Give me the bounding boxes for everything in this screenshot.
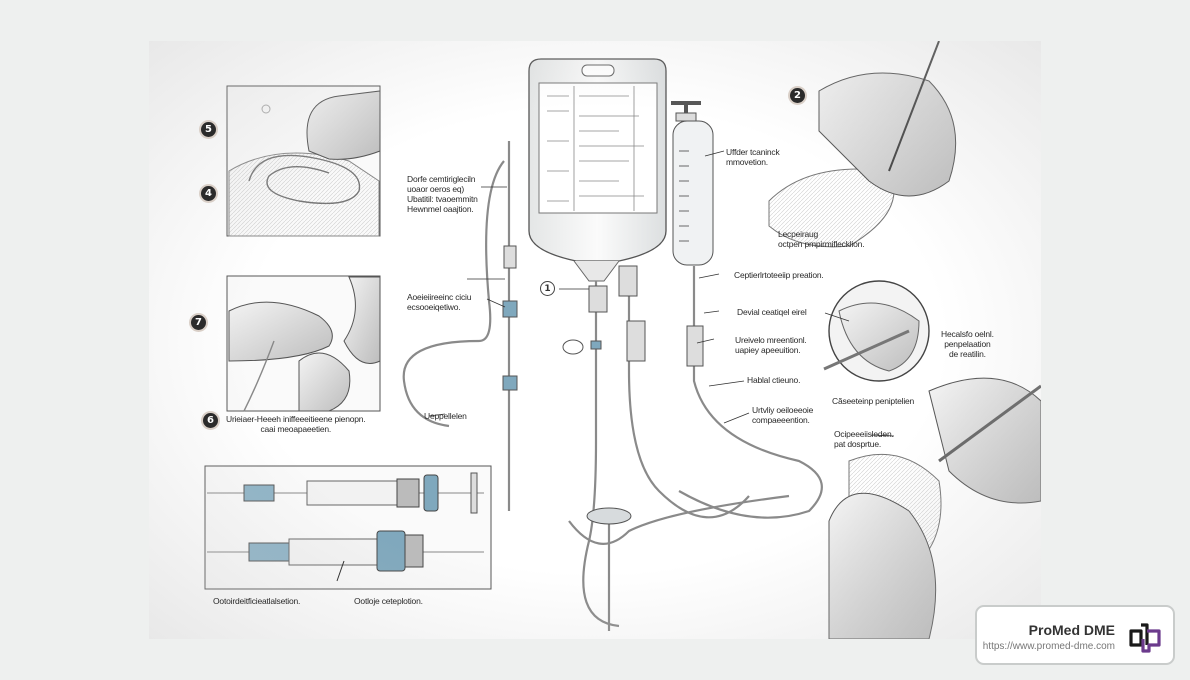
label-syringe-top: Uffder tcaninck mmovetion.: [726, 147, 780, 167]
label-lower-tubing: Urtvliy oeiloeeoie compaeeention.: [752, 405, 814, 425]
leader-lines: [428, 150, 895, 437]
label-step6-caption: Urieiaer-Heeeh iniffeeeitieene pienopn. …: [226, 414, 366, 434]
step-marker-7: 7: [191, 315, 206, 330]
label-roller-clamp: Aoeieiireeinc ciciu ecsooeiqetiwo.: [407, 292, 472, 312]
iv-bag: [528, 58, 667, 282]
label-loop: Ueppellelen: [424, 411, 467, 421]
panel-iv-catheters: [204, 465, 492, 590]
label-tubing: Hablal ctieuno.: [747, 375, 801, 385]
panel-coiled-catheter: [226, 85, 381, 237]
iv-set-illustration: [204, 41, 1041, 639]
step-marker-4: 4: [201, 186, 216, 201]
step-marker-1: 1: [540, 281, 555, 296]
hand-dressing: [828, 377, 1041, 639]
label-dressing: Ocipeeeiisleden. pat dosprtue.: [834, 429, 894, 449]
illustration-canvas: 5 4 7 6 2 1 Dorfe cemtirigleciln uoaor o…: [149, 41, 1041, 639]
step-marker-6: 6: [203, 413, 218, 428]
burette-chamber: [671, 101, 714, 266]
label-drip-chamber: Dorfe cemtirigleciln uoaor oeros eq) Uba…: [407, 174, 478, 214]
label-upper-adapter: Ureivelo mreentionl. uapiey apeeuition.: [735, 335, 807, 355]
label-gloved-hand-prep: Lecpeiraug octpen pmpirmiflecklion.: [778, 229, 865, 249]
magnified-insertion-circle: [823, 280, 930, 382]
label-connector-detail: Devial ceatiqel eirel: [737, 307, 807, 317]
label-circle-caption: Căseeteinp peniptelien: [832, 396, 915, 406]
brand-name: ProMed DME: [1028, 622, 1115, 638]
hand-prep-site: [768, 41, 957, 248]
brand-url[interactable]: https://www.promed-dme.com: [982, 641, 1115, 652]
promed-logo-icon: [1129, 623, 1161, 653]
step-marker-5: 5: [201, 122, 216, 137]
label-magnified-circle: Hecalsfo oelnl. penpelaation de reatilin…: [941, 329, 994, 359]
label-catheter-right: Ootloje ceteplotion.: [354, 596, 423, 606]
panel-hands-connecting: [226, 275, 381, 412]
brand-badge[interactable]: ProMed DME https://www.promed-dme.com: [975, 605, 1175, 665]
iv-tubing: [402, 141, 823, 631]
label-catheter-left: Ootoirdeitficieatlalsetion.: [213, 596, 301, 606]
label-connector-top: Ceptierlrtoteeiip preation.: [734, 270, 824, 280]
step-marker-2: 2: [790, 88, 805, 103]
roller-clamps: [502, 245, 704, 525]
